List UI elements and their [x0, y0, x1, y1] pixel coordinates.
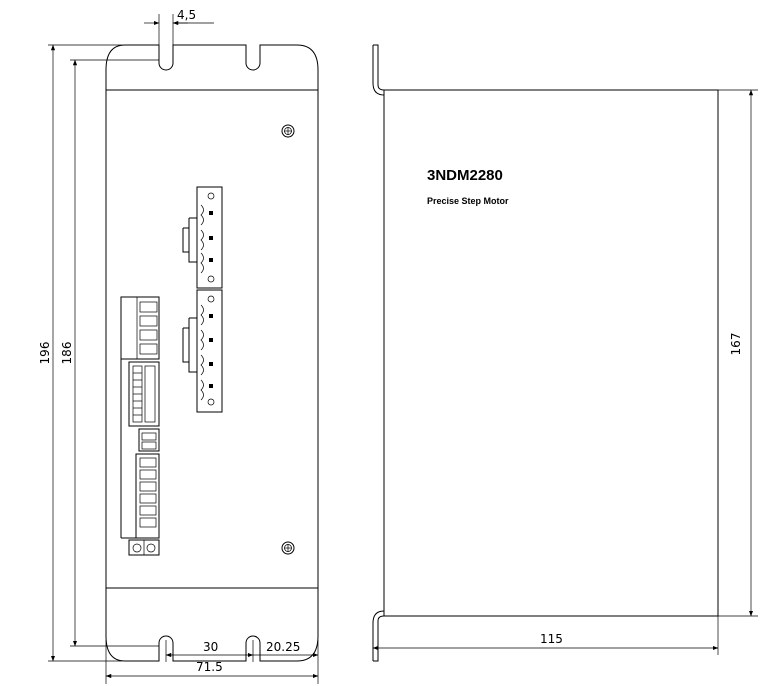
dimension-slot-width: 4,5 [177, 8, 196, 22]
dimension-total-height: 196 [38, 342, 52, 365]
screw-icon [281, 124, 295, 138]
side-flange-top [372, 44, 385, 96]
front-view [105, 44, 319, 662]
side-flange-bottom [372, 610, 385, 662]
dimension-side-height: 167 [729, 333, 743, 356]
io-connector-block [120, 359, 160, 539]
front-dimensions: 196 186 4,5 30 20.25 71.5 [38, 8, 319, 684]
product-model: 3NDM2280 [427, 167, 503, 184]
dimension-side-depth: 115 [540, 632, 563, 646]
power-terminal-block [182, 186, 223, 289]
side-dimensions: 167 115 [372, 89, 758, 655]
signal-connector-column [120, 296, 160, 360]
dimension-mount-height: 186 [60, 342, 74, 365]
motor-terminal-block [182, 289, 223, 413]
front-outline [105, 44, 319, 662]
side-view: 3NDM2280 Precise Step Motor [372, 44, 719, 662]
led-indicator-pair [128, 539, 160, 556]
screw-icon [281, 541, 295, 555]
dimension-total-width: 71.5 [196, 660, 223, 674]
product-description: Precise Step Motor [427, 196, 509, 206]
dimension-edge-offset: 20.25 [266, 640, 300, 654]
dimension-hole-spacing: 30 [203, 640, 218, 654]
dip-switch-block [128, 361, 160, 427]
